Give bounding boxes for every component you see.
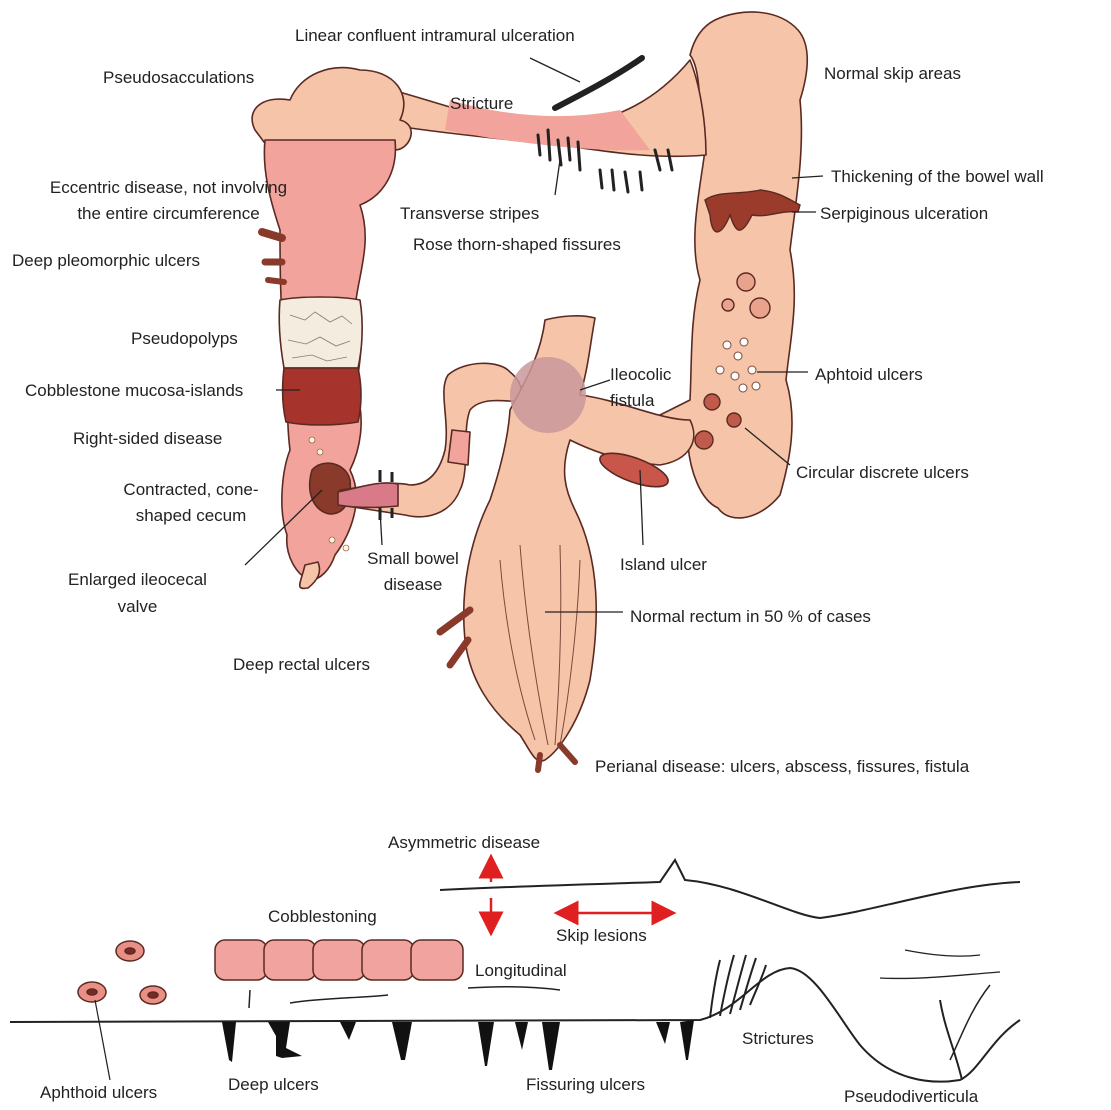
label-island-ulcer: Island ulcer bbox=[620, 554, 707, 576]
label-small-bowel-2: disease bbox=[358, 574, 468, 596]
deep-ulcer-1 bbox=[262, 232, 282, 238]
label-transverse-stripes: Transverse stripes bbox=[400, 203, 539, 225]
label-aphthoid: Aphthoid ulcers bbox=[40, 1082, 157, 1104]
label-contracted-2: shaped cecum bbox=[96, 505, 286, 527]
label-right-sided: Right-sided disease bbox=[73, 428, 222, 450]
label-deep-ulcers: Deep ulcers bbox=[228, 1074, 319, 1096]
label-cobblestoning: Cobblestoning bbox=[268, 906, 377, 928]
discrete-ulcer bbox=[722, 299, 734, 311]
longitudinal-line bbox=[468, 987, 560, 990]
red-arrows bbox=[491, 866, 664, 924]
mucosal-line bbox=[880, 972, 1000, 978]
linear-ulceration-bar bbox=[555, 58, 642, 108]
label-aphtoid: Aphtoid ulcers bbox=[815, 364, 923, 386]
label-enlarged-valve-1: Enlarged ileocecal bbox=[55, 569, 220, 591]
ulcer-spikes bbox=[222, 1020, 694, 1070]
discrete-ulcer bbox=[737, 273, 755, 291]
perianal-lesion bbox=[538, 755, 540, 770]
discrete-ulcer bbox=[695, 431, 713, 449]
label-contracted-1: Contracted, cone- bbox=[96, 479, 286, 501]
label-strictures: Strictures bbox=[742, 1028, 814, 1050]
label-normal-rectum: Normal rectum in 50 % of cases bbox=[630, 606, 871, 628]
aphthoid-ulcer-symbols bbox=[78, 941, 166, 1004]
label-ileocolic-2: fistula bbox=[610, 390, 654, 412]
label-pseudosacculations: Pseudosacculations bbox=[103, 67, 254, 89]
label-cobblestone-islands: Cobblestone mucosa-islands bbox=[25, 380, 243, 402]
label-eccentric-1: Eccentric disease, not involving bbox=[16, 177, 321, 199]
colon-diagram bbox=[252, 12, 807, 761]
cobble-stem bbox=[249, 990, 250, 1008]
label-longitudinal: Longitudinal bbox=[475, 960, 567, 982]
label-fissuring: Fissuring ulcers bbox=[526, 1074, 645, 1096]
label-asymmetric: Asymmetric disease bbox=[388, 832, 540, 854]
cobblestone-region bbox=[283, 368, 361, 425]
label-eccentric-2: the entire circumference bbox=[16, 203, 321, 225]
ileocolic-fistula bbox=[510, 357, 586, 433]
discrete-ulcer bbox=[704, 394, 720, 410]
label-rose-thorn: Rose thorn-shaped fissures bbox=[413, 234, 621, 256]
upper-wall bbox=[440, 860, 1020, 918]
label-linear-ulceration: Linear confluent intramural ulceration bbox=[295, 25, 575, 47]
baseline bbox=[10, 968, 1020, 1082]
profile-leader-lines bbox=[95, 1000, 110, 1080]
label-small-bowel-1: Small bowel bbox=[358, 548, 468, 570]
rectal-ulcer bbox=[450, 640, 468, 665]
pseudopolyps-region bbox=[279, 297, 362, 368]
label-perianal: Perianal disease: ulcers, abscess, fissu… bbox=[595, 756, 969, 778]
longitudinal-line bbox=[290, 995, 388, 1003]
label-deep-rectal: Deep rectal ulcers bbox=[233, 654, 370, 676]
pseudosacculation-bulge bbox=[252, 68, 411, 150]
label-thickening: Thickening of the bowel wall bbox=[831, 166, 1044, 188]
cobblestone-blocks bbox=[215, 940, 463, 980]
label-skip-lesions: Skip lesions bbox=[556, 925, 647, 947]
pseudodiverticula-pocket bbox=[950, 985, 990, 1060]
label-pseudopolyps: Pseudopolyps bbox=[131, 328, 238, 350]
label-serpiginous: Serpiginous ulceration bbox=[820, 203, 988, 225]
discrete-ulcer bbox=[727, 413, 741, 427]
mucosal-line bbox=[905, 950, 980, 956]
label-stricture: Stricture bbox=[450, 93, 513, 115]
label-enlarged-valve-2: valve bbox=[55, 596, 220, 618]
deep-ulcer-3 bbox=[268, 280, 284, 282]
discrete-ulcer bbox=[750, 298, 770, 318]
label-deep-pleomorphic: Deep pleomorphic ulcers bbox=[12, 250, 200, 272]
label-pseudodiverticula: Pseudodiverticula bbox=[844, 1086, 978, 1108]
small-bowel-narrowing bbox=[448, 430, 470, 465]
label-circular-discrete: Circular discrete ulcers bbox=[796, 462, 969, 484]
label-normal-skip: Normal skip areas bbox=[824, 63, 961, 85]
stricture-hatches bbox=[710, 955, 766, 1018]
perianal-lesion bbox=[560, 745, 575, 762]
label-ileocolic-1: Ileocolic bbox=[610, 364, 671, 386]
